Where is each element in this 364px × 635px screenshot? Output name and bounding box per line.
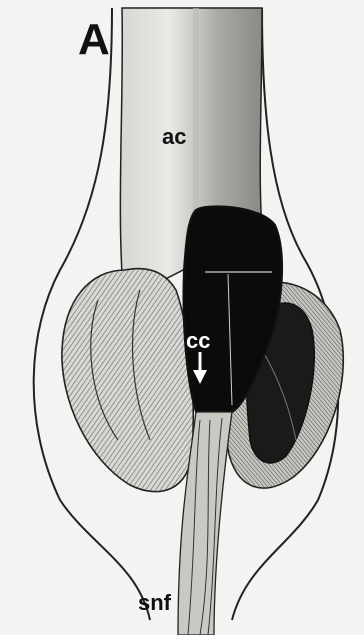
label-cc: cc <box>186 330 210 352</box>
label-ac: ac <box>162 126 186 148</box>
label-snf: snf <box>138 592 171 614</box>
left-lobe <box>62 269 193 492</box>
panel-letter: A <box>78 18 110 62</box>
